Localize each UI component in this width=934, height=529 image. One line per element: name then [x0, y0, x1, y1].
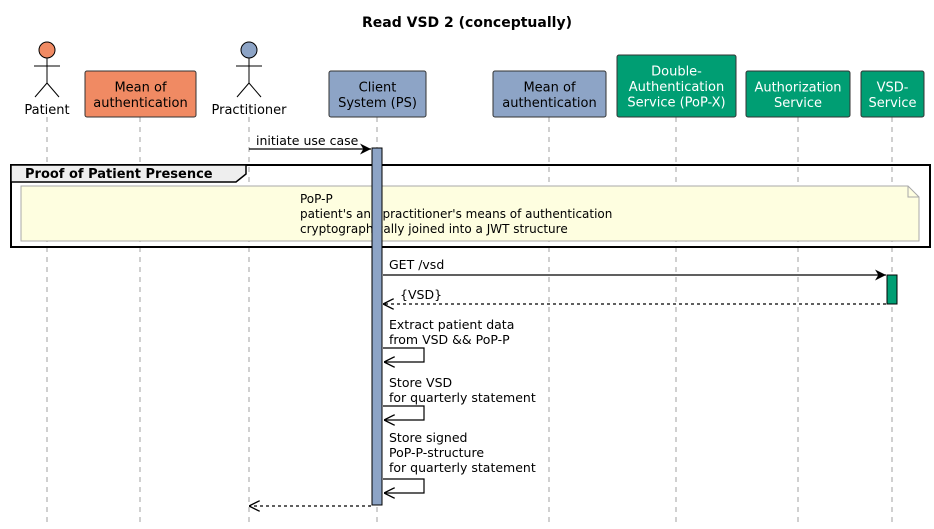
participant-label-line: Practitioner [211, 103, 287, 118]
note-box [20, 185, 920, 242]
participant-label-line: Mean of [114, 80, 167, 95]
participant-label-line: Service (PoP-X) [627, 96, 725, 111]
participant-label-line: authentication [502, 96, 597, 111]
message-label-line: for quarterly statement [389, 460, 536, 475]
message-label: initiate use case [256, 133, 359, 148]
diagram-title: Read VSD 2 (conceptually) [362, 15, 572, 31]
participant-label-line: System (PS) [338, 96, 417, 111]
participant-label-line: VSD- [877, 80, 909, 95]
note-text-line: PoP-P [300, 192, 333, 206]
participant-box [328, 70, 427, 118]
participant-label-line: Service [774, 96, 822, 111]
message-arrow [383, 478, 425, 493]
participant-box [84, 70, 197, 118]
message-label: GET /vsd [389, 257, 444, 272]
note-text-line: patient's and practitioner's means of au… [300, 207, 612, 221]
participant-label-line: Client [359, 80, 397, 95]
actor-icon [236, 41, 262, 98]
participant-label-line: authentication [93, 96, 188, 111]
activation-client-system [371, 147, 383, 506]
participant-label: Patient [24, 103, 69, 118]
participant-label-line: Mean of [523, 80, 576, 95]
message-initiate-use-case: initiate use case [249, 133, 371, 155]
participant-box [616, 54, 737, 118]
participant-label-line: Double- [651, 65, 702, 80]
participant-label: VSD-Service [868, 80, 916, 111]
message-label-line: PoP-P-structure [389, 445, 484, 460]
message-arrow [383, 405, 425, 420]
message-label-line: GET /vsd [389, 257, 444, 272]
participant-box [492, 70, 607, 118]
group-label: Proof of Patient Presence [25, 167, 213, 182]
message-label-line: Extract patient data [389, 317, 514, 332]
message-vsd-response: {VSD} [383, 287, 886, 304]
message-label-line: for quarterly statement [389, 390, 536, 405]
participant-label-line: Patient [24, 103, 69, 118]
participant-label-line: Service [868, 96, 916, 111]
participant-practitioner: Practitioner [211, 41, 287, 118]
participant-label: Practitioner [211, 103, 287, 118]
activation-vsd-service [886, 274, 898, 305]
participant-patient: Patient [24, 41, 70, 118]
message-label-line: initiate use case [256, 133, 359, 148]
message-label-line: Store VSD [389, 375, 452, 390]
message-arrow [383, 347, 425, 362]
participant-label-line: Authorization [754, 80, 841, 95]
group-tab [10, 164, 247, 183]
group-frame [10, 164, 931, 248]
message-label-line: {VSD} [400, 287, 442, 302]
actor-icon [34, 41, 60, 98]
participant-box [860, 70, 925, 118]
message-label-line: Store signed [389, 430, 467, 445]
message-label-line: from VSD && PoP-P [389, 332, 510, 347]
message-get-vsd: GET /vsd [383, 257, 886, 281]
note-fold [907, 186, 919, 198]
participant-label-line: Authentication [629, 80, 724, 95]
activations [371, 147, 898, 506]
note-text-line: cryptographically joined into a JWT stru… [300, 222, 568, 236]
message-label: {VSD} [400, 287, 442, 302]
participant-box [745, 70, 851, 118]
participant-vsd-service: VSD-Service [860, 70, 925, 118]
